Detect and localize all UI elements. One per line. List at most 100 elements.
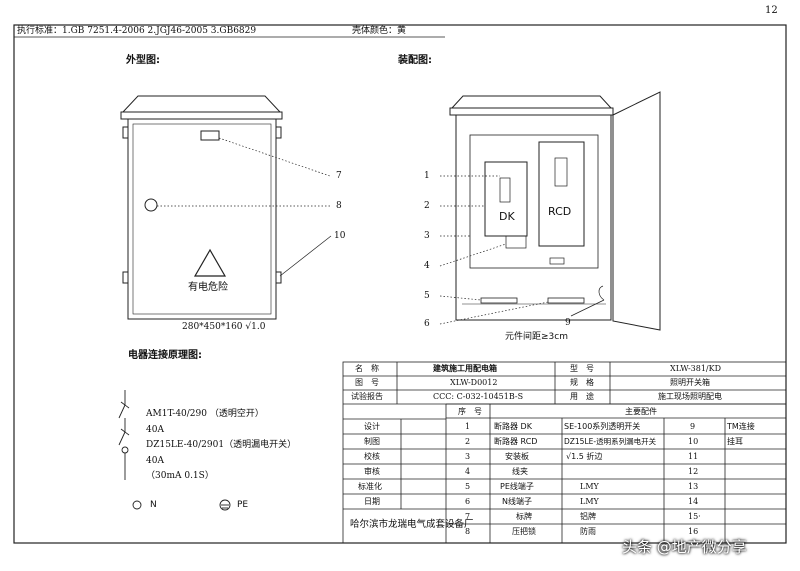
- n-terminal: [547, 297, 585, 304]
- drawing-no-value: XLW-D0012: [450, 378, 498, 387]
- model-value: XLW-381/KD: [670, 364, 722, 373]
- exterior-dimensions: 280*450*160 √1.0: [182, 322, 266, 332]
- breaker-mark: [120, 401, 130, 409]
- table-row-3-spec: √1.5 折边: [566, 452, 603, 461]
- table-row-8-num: 8: [465, 527, 471, 536]
- leader-line: [279, 235, 332, 277]
- seq-header: 序 号: [458, 407, 482, 416]
- table-row-8-name: 压把锁: [512, 527, 536, 536]
- table-row-4-name: 线夹: [512, 467, 528, 476]
- rcd-label: RCD: [548, 205, 572, 218]
- warning-triangle-icon: [193, 248, 227, 277]
- table-row-4-num: 4: [465, 467, 471, 476]
- leader-line: [439, 295, 482, 301]
- assembly-body: [455, 114, 612, 321]
- callout-2: 2: [424, 201, 430, 211]
- pe-label: PE: [237, 500, 249, 510]
- exterior-body: [127, 118, 277, 320]
- exterior-lock: [144, 198, 158, 212]
- exterior-hinge: [275, 271, 282, 284]
- table-row-7-spec: 铝牌: [580, 512, 596, 521]
- callout-5: 5: [424, 291, 430, 301]
- table-row-3-name: 安装板: [505, 452, 529, 461]
- table-row-1-num: 1: [465, 422, 471, 431]
- rcd-switch: [554, 157, 568, 187]
- sheet-border: [13, 24, 787, 544]
- breaker-contact: [118, 404, 126, 419]
- dk-breaker: [484, 161, 528, 237]
- wiring-diagram: [118, 390, 231, 511]
- callout-8: 8: [336, 201, 342, 211]
- usage-key: 用 途: [570, 392, 594, 401]
- parts-header: 主要配件: [625, 407, 657, 416]
- wiring-line-2: 40A: [146, 425, 164, 435]
- wiring-line-3: DZ15LE-40/2901（透明漏电开关）: [146, 440, 297, 450]
- exterior-hinge: [275, 126, 282, 139]
- leader-line: [439, 243, 507, 267]
- role-date: 日期: [364, 497, 380, 506]
- n-terminal-icon: [132, 500, 142, 510]
- table-row-1-num2: 9: [690, 422, 696, 431]
- exterior-hinge: [122, 126, 129, 139]
- table-row-7-num2: 15·: [688, 512, 701, 521]
- usage-value: 施工现场照明配电: [658, 392, 722, 401]
- wiring-line-4: 40A: [146, 456, 164, 466]
- warning-text: 有电危险: [188, 282, 228, 293]
- dk-switch: [499, 177, 511, 203]
- table-row-2-spec: DZ15LE-透明系列漏电开关: [564, 437, 657, 446]
- rcd-contact: [118, 431, 126, 446]
- table-row-6-name: N线端子: [502, 497, 532, 506]
- exterior-view: [120, 95, 332, 320]
- wiring-title: 电器连接原理图:: [128, 350, 202, 361]
- table-frame: [342, 361, 787, 544]
- model-key: 型 号: [570, 364, 594, 373]
- table-row-5-spec: LMY: [580, 482, 599, 491]
- callout-9: 9: [565, 318, 571, 328]
- callout-3: 3: [424, 231, 430, 241]
- name-value: 建筑施工用配电箱: [433, 364, 497, 373]
- table-row-1-value2: TM连接: [727, 422, 755, 431]
- leader-line: [570, 299, 605, 317]
- table-row-7-name: 标牌: [516, 512, 532, 521]
- rcd-mark: [120, 428, 130, 436]
- callout-4: 4: [424, 261, 430, 271]
- wiring-line-1: AM1T-40/290 （透明空开）: [146, 409, 264, 419]
- terminal: [549, 257, 565, 265]
- name-key: 名 称: [355, 364, 379, 373]
- assembly-roof-edge: [449, 107, 614, 116]
- wiring-line-5: （30mA 0.1S）: [146, 471, 214, 481]
- table-row-4-num2: 12: [688, 467, 699, 476]
- table-row-2-name: 断路器 RCD: [494, 437, 538, 446]
- title-block-grid: [342, 361, 787, 544]
- role-standardization: 标准化: [358, 482, 382, 491]
- test-report-value: CCC: C-032-10451B-S: [433, 392, 524, 401]
- assembly-title: 装配图:: [398, 55, 432, 66]
- table-row-5-num2: 13: [688, 482, 699, 491]
- table-row-7-num: 7: [465, 512, 471, 521]
- spacing-note: 元件间距≥3cm: [505, 332, 568, 342]
- exterior-roof: [121, 95, 282, 113]
- table-row-5-num: 5: [465, 482, 471, 491]
- standards-line: 执行标准：1.GB 7251.4-2006 2.JGJ46-2005 3.GB6…: [17, 26, 257, 36]
- table-row-2-num: 2: [465, 437, 471, 446]
- exterior-hinge: [122, 271, 129, 284]
- table-row-3-num2: 11: [688, 452, 699, 461]
- test-report-key: 试验报告: [351, 392, 383, 401]
- exterior-door: [132, 123, 272, 315]
- drawing-no-key: 图 号: [355, 378, 379, 387]
- callout-6: 6: [424, 319, 430, 329]
- table-row-5-name: PE线端子: [500, 482, 534, 491]
- role-check: 校核: [364, 452, 380, 461]
- page-number: 12: [765, 5, 778, 16]
- rcd-breaker: [538, 141, 585, 247]
- table-row-1-spec: SE-100系列透明开关: [564, 422, 641, 431]
- watermark: 头条 @地产微分享: [622, 538, 747, 556]
- dk-label: DK: [499, 210, 515, 223]
- table-row-6-num2: 14: [688, 497, 699, 506]
- wire-clip: [505, 235, 527, 249]
- table-row-2-value2: 挂耳: [727, 437, 743, 446]
- exterior-roof-edge: [120, 111, 283, 120]
- pe-terminal: [480, 297, 518, 304]
- table-row-3-num: 3: [465, 452, 471, 461]
